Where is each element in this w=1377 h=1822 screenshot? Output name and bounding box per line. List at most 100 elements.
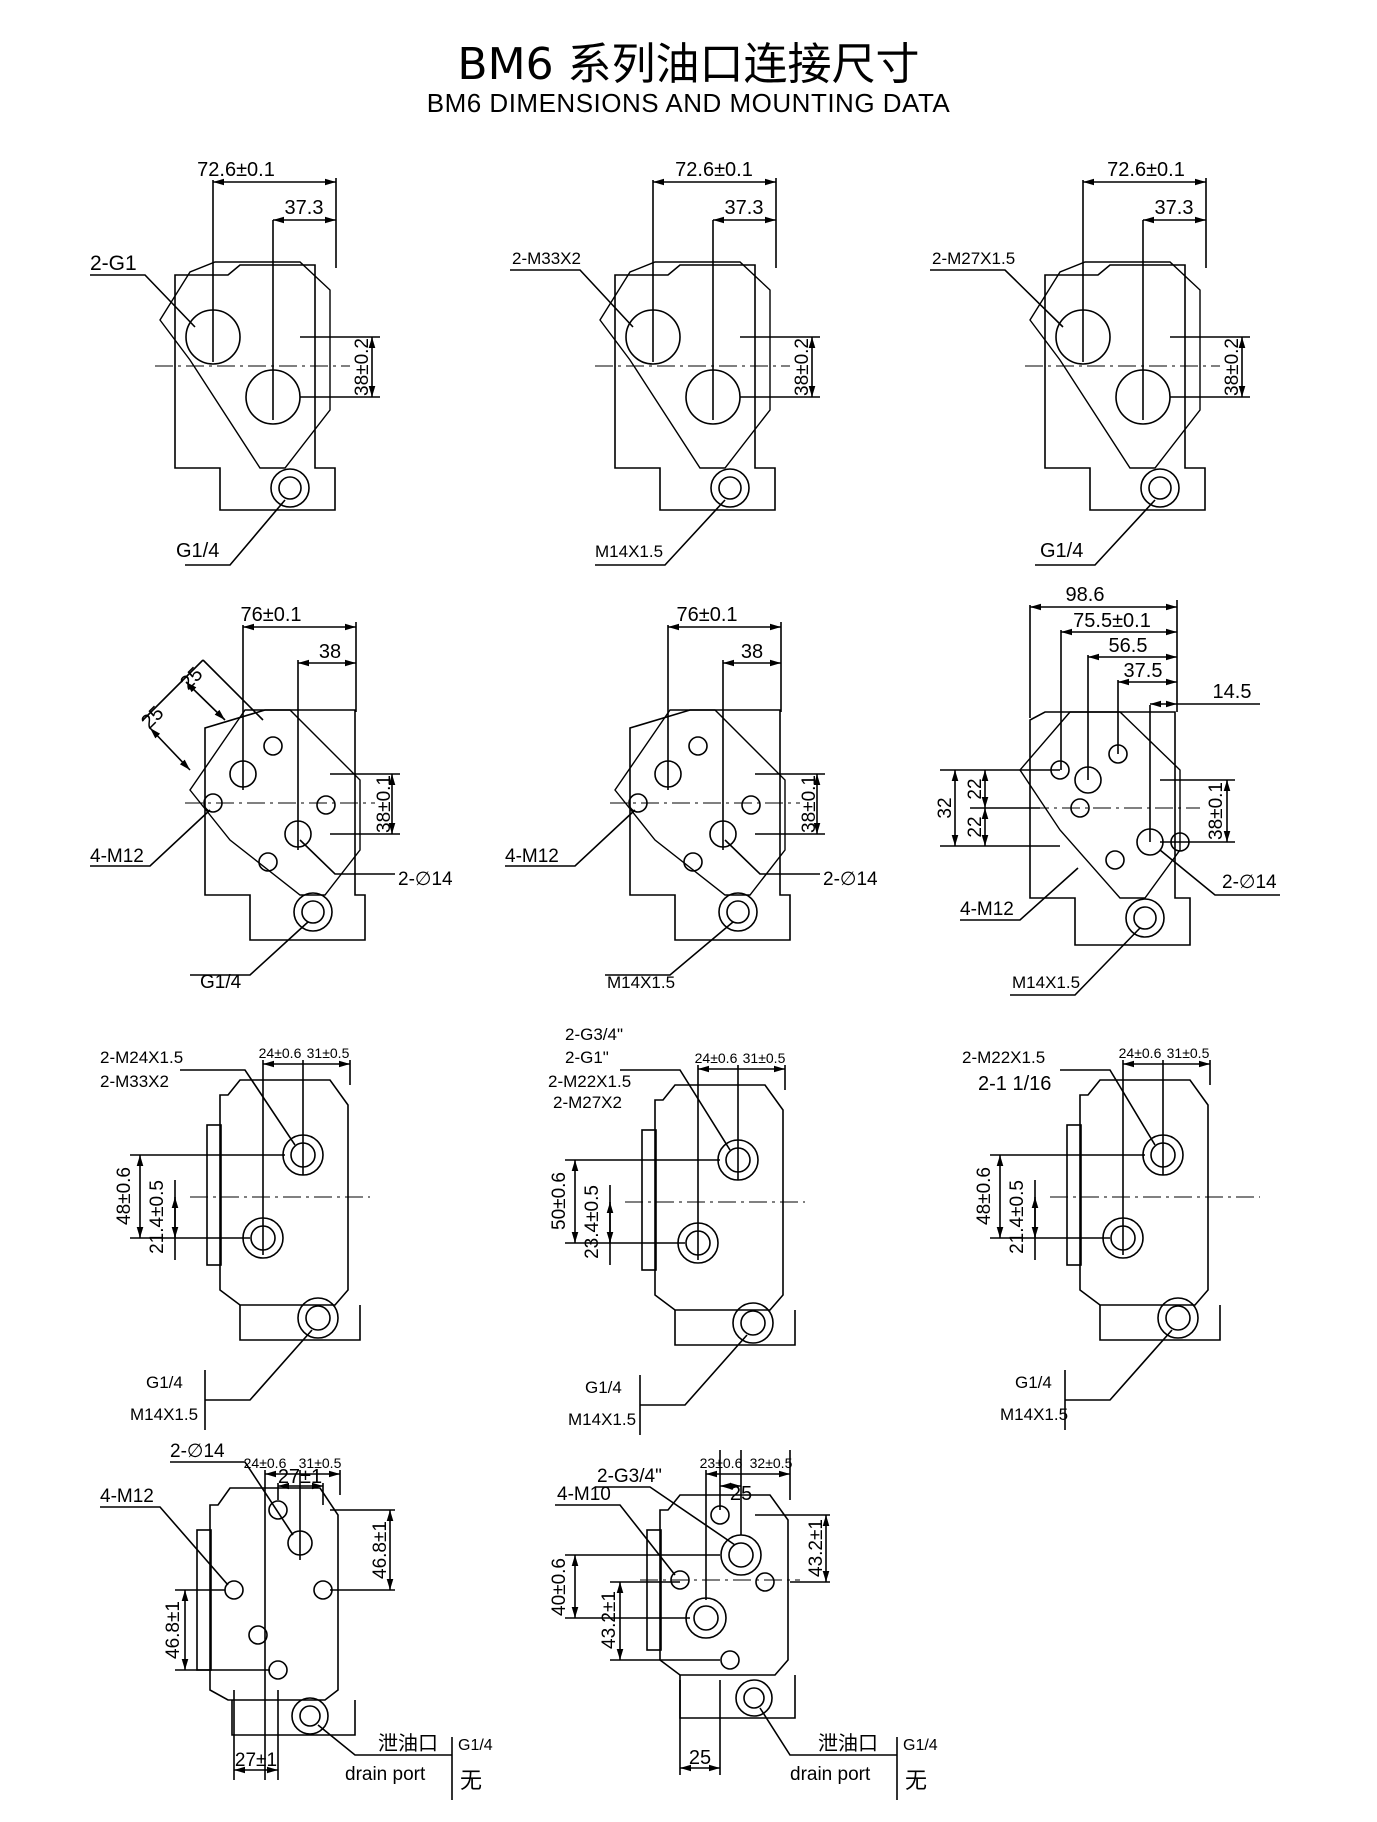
- drain-label-r3c1-a: G1/4: [146, 1373, 183, 1392]
- dim-r1c1-0: 72.6±0.1: [197, 159, 275, 181]
- dim-r3c2-2: 50±0.6: [549, 1172, 570, 1230]
- port-label-r1c3: 2-M27X1.5: [932, 249, 1015, 268]
- port-label-r3c2-b: 2-G1": [565, 1048, 609, 1067]
- dim-r2c1-4: 38±0.1: [374, 775, 395, 833]
- page-subtitle: BM6 DIMENSIONS AND MOUNTING DATA: [426, 88, 951, 118]
- dim-r2c3-5: 22: [965, 778, 986, 799]
- dim-r4c2-2: 25: [730, 1483, 752, 1505]
- drain-label-r3c3-b: M14X1.5: [1000, 1405, 1068, 1424]
- port-label-r3c3-a: 2-M22X1.5: [962, 1048, 1045, 1067]
- dim-r4c2-4: 40±0.6: [549, 1558, 570, 1616]
- view-r4c1: [100, 1461, 453, 1800]
- dim-r3c3-0: 24±0.6: [1119, 1045, 1162, 1061]
- dim-r4c1-0: 24±0.6: [244, 1455, 287, 1471]
- dim-r2c1-3: 25: [176, 663, 207, 694]
- drain-label-r3c2-a: G1/4: [585, 1378, 622, 1397]
- dim-r3c1-2: 48±0.6: [114, 1167, 135, 1225]
- dim-r3c3-1: 31±0.5: [1167, 1045, 1210, 1061]
- port-label-r1c1: 2-G1: [90, 252, 137, 275]
- dim-r1c1-2: 38±0.2: [352, 338, 373, 396]
- dim-r2c3-7: 32: [935, 797, 956, 818]
- drain-cn-r4c1: 泄油口: [378, 1732, 438, 1755]
- dim-r2c2-0: 76±0.1: [676, 604, 737, 626]
- view-r2c3: [940, 600, 1280, 996]
- bolt-label-r2c3: 4-M12: [960, 899, 1014, 920]
- view-r1c2: [510, 178, 820, 566]
- dim-r2c2-2: 38±0.1: [799, 775, 820, 833]
- view-r1c3: [930, 178, 1250, 566]
- drain-a-r4c2: G1/4: [903, 1737, 938, 1754]
- hole-label-r4c1: 2-∅14: [170, 1441, 225, 1462]
- drain-circle: [270, 468, 310, 508]
- drain-b-r4c1: 无: [460, 1768, 482, 1793]
- view-r3c3: [990, 1060, 1260, 1430]
- drain-a-r4c1: G1/4: [458, 1737, 493, 1754]
- view-r2c2: [505, 622, 825, 976]
- drain-label-r2c3: M14X1.5: [1012, 973, 1080, 992]
- bolt-label-r2c2: 4-M12: [505, 846, 559, 867]
- dim-r2c3-8: 38±0.1: [1206, 782, 1227, 840]
- port-label-r3c1-b: 2-M33X2: [100, 1072, 169, 1091]
- drain-cn-r4c2: 泄油口: [818, 1732, 878, 1755]
- dim-r1c3-0: 72.6±0.1: [1107, 159, 1185, 181]
- dim-r4c2-1: 32±0.5: [750, 1455, 793, 1471]
- page-title: BM6 系列油口连接尺寸: [457, 39, 920, 90]
- drain-b-r4c2: 无: [905, 1768, 927, 1793]
- dim-r1c2-1: 37.3: [725, 197, 764, 219]
- port-label-r3c2-c: 2-M22X1.5: [548, 1072, 631, 1091]
- dim-r2c1-2: 25: [137, 702, 168, 733]
- dim-r4c1-1: 31±0.5: [299, 1455, 342, 1471]
- bolt-label-r4c2: 4-M10: [557, 1484, 611, 1505]
- drain-en-r4c1: drain port: [345, 1764, 426, 1785]
- view-r1c1: [90, 178, 380, 566]
- dim-r1c2-2: 38±0.2: [792, 338, 813, 396]
- dim-r2c3-1: 75.5±0.1: [1073, 610, 1151, 632]
- dim-r2c3-6: 22: [965, 816, 986, 837]
- port-label-r3c2-d: 2-M27X2: [553, 1093, 622, 1112]
- port-label-r3c1-a: 2-M24X1.5: [100, 1048, 183, 1067]
- dim-r4c1-5: 27±1: [235, 1750, 277, 1771]
- dim-r3c1-3: 21.4±0.5: [147, 1180, 168, 1254]
- drain-label-r1c3: G1/4: [1040, 540, 1083, 562]
- dim-r1c3-2: 38±0.2: [1222, 338, 1243, 396]
- port-label-r3c2-a: 2-G3/4": [565, 1025, 623, 1044]
- dim-r1c1-1: 37.3: [285, 197, 324, 219]
- dim-r4c1-2: 27±1: [278, 1466, 322, 1488]
- drain-label-r3c3-a: G1/4: [1015, 1373, 1052, 1392]
- dim-r3c3-3: 21.4±0.5: [1007, 1180, 1028, 1254]
- drain-label-r1c1: G1/4: [176, 540, 219, 562]
- port-label-r3c3-b: 2-1 1/16: [978, 1073, 1051, 1095]
- dim-r1c3-1: 37.3: [1155, 197, 1194, 219]
- drain-label-r3c1-b: M14X1.5: [130, 1405, 198, 1424]
- drain-label-r2c2: M14X1.5: [607, 973, 675, 992]
- bolt-label-r2c1: 4-M12: [90, 846, 144, 867]
- drain-label-r2c1: G1/4: [200, 972, 242, 993]
- dim-r2c1-0: 76±0.1: [240, 604, 301, 626]
- drain-label-r1c2: M14X1.5: [595, 542, 663, 561]
- bolt-label-r4c1: 4-M12: [100, 1486, 154, 1507]
- dim-r2c3-3: 37.5: [1124, 660, 1163, 682]
- view-r4c2: [555, 1450, 898, 1800]
- dim-r3c1-0: 24±0.6: [259, 1045, 302, 1061]
- port-label-r1c2: 2-M33X2: [512, 249, 581, 268]
- port-label-r4c2: 2-G3/4": [597, 1466, 662, 1487]
- drain-en-r4c2: drain port: [790, 1764, 871, 1785]
- dim-r4c2-6: 25: [689, 1747, 711, 1769]
- view-r3c1: [130, 1060, 370, 1430]
- drain-label-r3c2-b: M14X1.5: [568, 1410, 636, 1429]
- dim-r3c2-1: 31±0.5: [743, 1050, 786, 1066]
- hole-label-r2c3: 2-∅14: [1222, 872, 1277, 893]
- dim-r3c2-0: 24±0.6: [695, 1050, 738, 1066]
- dim-r4c2-0: 23±0.6: [700, 1455, 743, 1471]
- dim-r1c2-0: 72.6±0.1: [675, 159, 753, 181]
- dim-r3c2-3: 23.4±0.5: [582, 1185, 603, 1259]
- dim-r3c3-2: 48±0.6: [974, 1167, 995, 1225]
- dim-r3c1-1: 31±0.5: [307, 1045, 350, 1061]
- dim-r2c1-1: 38: [319, 641, 341, 663]
- view-r3c2: [565, 1065, 805, 1435]
- dim-r4c1-3: 46.8±1: [370, 1521, 391, 1579]
- dim-r2c2-1: 38: [741, 641, 763, 663]
- dim-r2c3-4: 14.5: [1213, 681, 1252, 703]
- dim-r4c1-4: 46.8±1: [163, 1601, 184, 1659]
